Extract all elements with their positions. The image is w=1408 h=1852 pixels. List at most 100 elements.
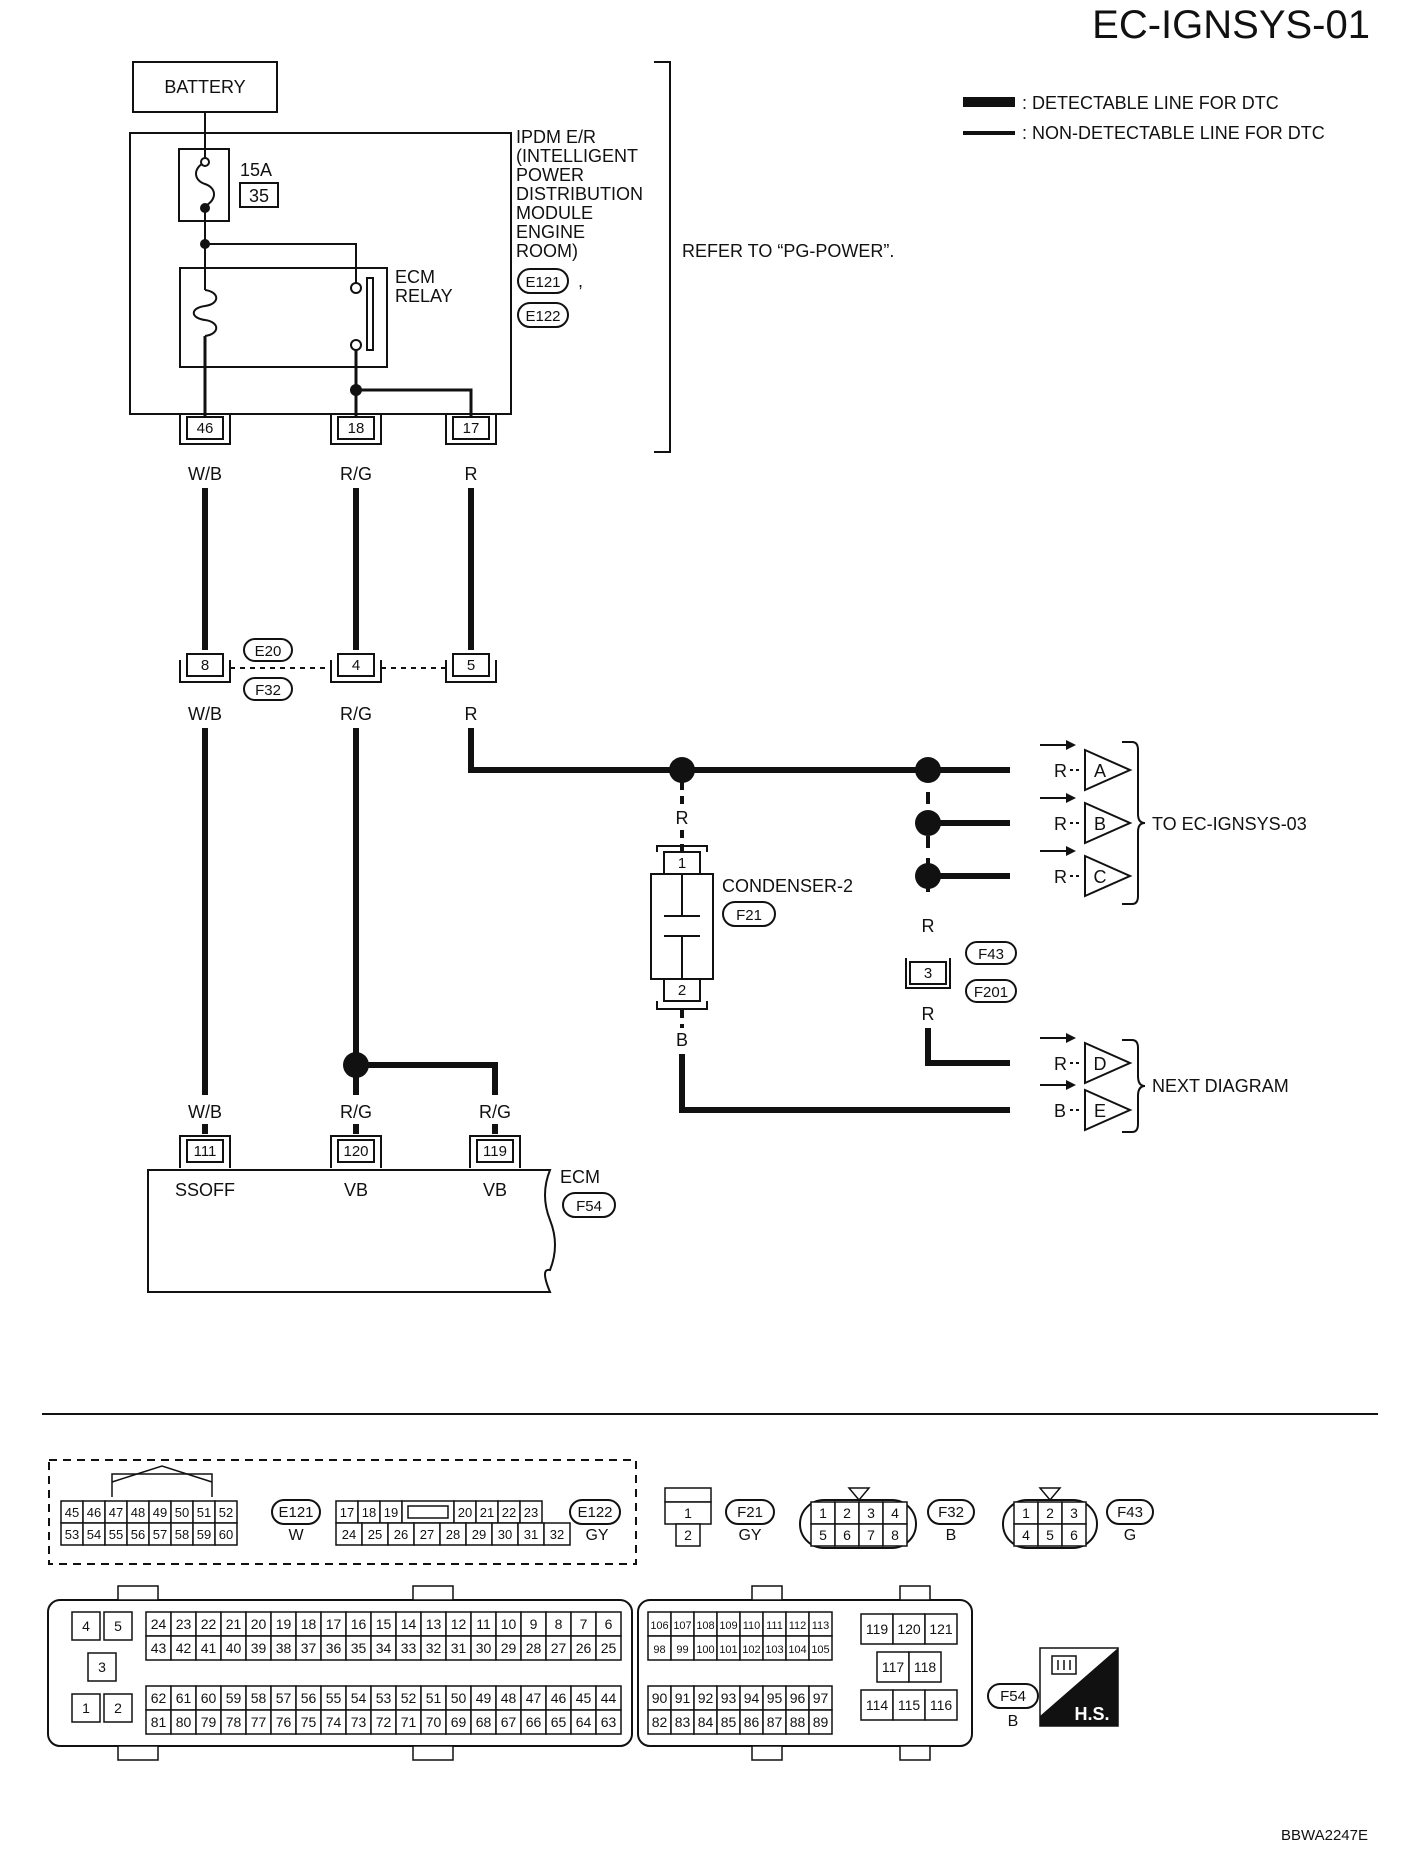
e121-pin-label: 45 bbox=[65, 1505, 79, 1520]
f54-pin bbox=[545, 1635, 572, 1661]
f54-pin bbox=[595, 1635, 622, 1661]
svg-text:B: B bbox=[676, 1030, 688, 1050]
relay-contact-icon bbox=[366, 277, 374, 351]
f21-pin-label: 1 bbox=[684, 1505, 692, 1521]
svg-text:DISTRIBUTION: DISTRIBUTION bbox=[516, 184, 643, 204]
f21-pin bbox=[675, 1523, 701, 1547]
f54-pin-label: 114 bbox=[866, 1697, 889, 1713]
legend-non-detectable: : NON-DETECTABLE LINE FOR DTC bbox=[1022, 123, 1325, 143]
f54-pin-label: 118 bbox=[914, 1659, 937, 1675]
e122-tag bbox=[569, 1499, 621, 1525]
f54-pin-label: 47 bbox=[526, 1690, 542, 1706]
f54-pin-label: 50 bbox=[451, 1690, 467, 1706]
e121-pin-label: 47 bbox=[109, 1505, 123, 1520]
f54-pin-label: 78 bbox=[226, 1714, 242, 1730]
f21-color: GY bbox=[738, 1527, 761, 1544]
f54-pin-label: 41 bbox=[201, 1640, 217, 1656]
e122-pin-label: 25 bbox=[368, 1527, 382, 1542]
f54-pin-label: 72 bbox=[376, 1714, 392, 1730]
e121-pin bbox=[214, 1522, 238, 1546]
f54-pin bbox=[545, 1709, 572, 1735]
svg-text:R: R bbox=[1054, 867, 1067, 887]
f54-pin-label: 102 bbox=[742, 1644, 760, 1656]
f54-pin-label: 40 bbox=[226, 1640, 242, 1656]
svg-text:B: B bbox=[1054, 1101, 1066, 1121]
f54-pin bbox=[924, 1613, 958, 1645]
svg-text:W/B: W/B bbox=[188, 704, 222, 724]
f54-pin-label: 69 bbox=[451, 1714, 467, 1730]
f54-pin bbox=[892, 1613, 926, 1645]
f54-pin-label: 46 bbox=[551, 1690, 567, 1706]
f54-pin-label: 58 bbox=[251, 1690, 267, 1706]
f54-pin bbox=[220, 1611, 247, 1637]
f54-pin-label: 55 bbox=[326, 1690, 342, 1706]
e122-pin-label: 21 bbox=[480, 1505, 494, 1520]
svg-text:2: 2 bbox=[678, 982, 686, 999]
f54-pin-label: 49 bbox=[476, 1690, 492, 1706]
f54-pin-label: 64 bbox=[576, 1714, 592, 1730]
f54-pin bbox=[71, 1611, 101, 1641]
f54-pin bbox=[420, 1709, 447, 1735]
f54-pin-label: 89 bbox=[813, 1714, 829, 1730]
f54-pin-label: 60 bbox=[201, 1690, 217, 1706]
f54-tag bbox=[987, 1683, 1039, 1709]
svg-text:F43: F43 bbox=[978, 946, 1004, 963]
relay-label-2: RELAY bbox=[395, 286, 453, 306]
e121-pin-label: 58 bbox=[175, 1527, 189, 1542]
joint-connector: 8 4 5 E20 F32 bbox=[179, 638, 497, 701]
e121-pin-label: 48 bbox=[131, 1505, 145, 1520]
e121-tag bbox=[271, 1499, 321, 1525]
f54-pin-label: 75 bbox=[301, 1714, 317, 1730]
f54-pin bbox=[195, 1685, 222, 1711]
f32-pin-label: 2 bbox=[843, 1505, 851, 1521]
f54-pin-label: 15 bbox=[376, 1616, 392, 1632]
f54-pin-label: 45 bbox=[576, 1690, 592, 1706]
f54-pin bbox=[860, 1689, 894, 1721]
relay-coil-icon bbox=[192, 289, 218, 337]
legend-detectable: : DETECTABLE LINE FOR DTC bbox=[1022, 93, 1279, 113]
terminal-e: B E bbox=[1040, 1080, 1133, 1132]
f54-pin-label: 91 bbox=[675, 1690, 691, 1706]
f21-tag bbox=[725, 1499, 775, 1525]
f54-pin bbox=[570, 1611, 597, 1637]
ecm-pin-label-vb-2: VB bbox=[483, 1180, 507, 1200]
e121-pin-label: 57 bbox=[153, 1527, 167, 1542]
f54-pin bbox=[295, 1635, 322, 1661]
f54-pin bbox=[370, 1611, 397, 1637]
f54-pin-label: 61 bbox=[176, 1690, 192, 1706]
f54-pin-label: 51 bbox=[426, 1690, 442, 1706]
e122-color: GY bbox=[585, 1527, 608, 1544]
f54-pin-label: 111 bbox=[766, 1620, 783, 1632]
svg-text:IPDM E/R: IPDM E/R bbox=[516, 127, 596, 147]
f54-pin-label: 11 bbox=[476, 1616, 491, 1632]
hs-badge bbox=[1040, 1648, 1118, 1726]
f54-pin bbox=[595, 1685, 622, 1711]
ecm-relay bbox=[179, 267, 388, 368]
f54-pin-label: 63 bbox=[601, 1714, 617, 1730]
f54-pin-label: 82 bbox=[652, 1714, 668, 1730]
f54-pin-label: 88 bbox=[790, 1714, 806, 1730]
f54-pin bbox=[908, 1651, 942, 1683]
svg-text:R: R bbox=[676, 808, 689, 828]
svg-text:17: 17 bbox=[463, 420, 480, 437]
f54-pin-label: 56 bbox=[301, 1690, 317, 1706]
f54-pin-label: 48 bbox=[501, 1690, 517, 1706]
condenser-2: 1 2 CONDENSER-2 F21 bbox=[650, 845, 853, 1010]
f43-connector: 3 F43 F201 bbox=[905, 941, 1017, 1003]
f54-pin-label: 29 bbox=[501, 1640, 517, 1656]
f54-pin-label: 74 bbox=[326, 1714, 342, 1730]
f43-pin-label: 3 bbox=[1070, 1505, 1078, 1521]
svg-text:MODULE: MODULE bbox=[516, 203, 593, 223]
e122-pin bbox=[543, 1522, 571, 1546]
output-group-2: NEXT DIAGRAM bbox=[1152, 1076, 1289, 1096]
terminal-d: R D bbox=[1040, 1033, 1133, 1085]
f54-pin-label: 36 bbox=[326, 1640, 342, 1656]
f54-pin bbox=[860, 1613, 894, 1645]
f54-pin bbox=[595, 1709, 622, 1735]
svg-text:1: 1 bbox=[678, 855, 686, 872]
f54-pin-label: 120 bbox=[897, 1621, 921, 1637]
e121-pin-label: 59 bbox=[197, 1527, 211, 1542]
f54-pin-label: 117 bbox=[882, 1659, 905, 1675]
f54-pin-label: 121 bbox=[929, 1621, 953, 1637]
f54-pin-label: 103 bbox=[765, 1644, 783, 1656]
